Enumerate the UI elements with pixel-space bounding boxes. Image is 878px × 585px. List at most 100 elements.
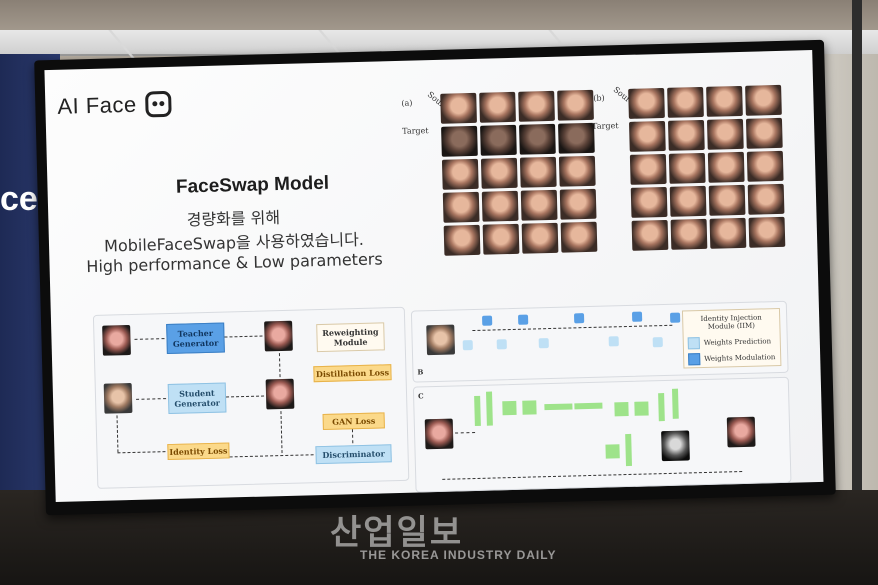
face-thumbnail: [707, 151, 745, 183]
iim-node: [631, 311, 643, 322]
panel-c-label: C: [417, 391, 424, 401]
face-thumbnail: [558, 155, 596, 187]
flow-arrow: [472, 324, 673, 332]
distillation-loss: Distillation Loss: [313, 364, 392, 383]
watermark-korean: 산업일보: [330, 513, 464, 553]
face-thumbnail: [706, 85, 743, 117]
iim-node: [518, 314, 529, 325]
flow-arrow: [117, 451, 166, 454]
iim-node: [608, 336, 619, 347]
face-thumbnail: [747, 183, 785, 215]
network-diagram-c: C: [412, 376, 792, 493]
face-thumbnail: [557, 89, 594, 121]
network-block: [658, 393, 665, 422]
face-thumbnail: [558, 122, 595, 154]
flow-arrow: [136, 398, 167, 400]
slide-headline: FaceSwap Model: [175, 172, 330, 198]
iim-legend-title: Identity Injection Module (IIM): [700, 313, 762, 331]
face-thumbnail: [748, 216, 786, 248]
input-face-thumb: [424, 418, 454, 450]
face-thumbnail: [518, 90, 555, 122]
face-thumbnail: [745, 84, 782, 116]
network-block: [474, 395, 481, 427]
display-monitor: AI Face FaceSwap Model 경량화를 위해 MobileFac…: [34, 39, 836, 516]
network-block: [614, 401, 629, 417]
iim-node: [573, 313, 585, 324]
face-thumbnail: [519, 156, 557, 188]
network-diagram-b: B Identity Injection Module (IIM) Weight…: [410, 300, 789, 383]
mask-thumb: [661, 430, 690, 462]
student-generator: Student Generator: [167, 382, 227, 415]
flow-arrow: [442, 471, 743, 480]
legend-row-prediction: Weights Prediction: [687, 335, 776, 350]
grid-b-tag: (b): [593, 93, 605, 103]
network-block: [502, 400, 517, 416]
discriminator: Discriminator: [315, 444, 392, 465]
face-thumbnail: [520, 189, 558, 221]
target-face-thumb: [103, 382, 133, 414]
grid-a-tag: (a): [401, 98, 413, 108]
flow-arrow: [224, 335, 263, 338]
legend-row-modulation: Weights Modulation: [688, 351, 776, 366]
presentation-slide: AI Face FaceSwap Model 경량화를 위해 MobileFac…: [44, 50, 824, 503]
iim-node: [652, 337, 663, 348]
network-block: [486, 391, 493, 426]
flow-arrow: [351, 429, 354, 444]
output-face-thumb: [726, 416, 756, 448]
flow-arrow: [278, 353, 281, 378]
network-block: [605, 444, 620, 459]
face-thumbnail: [631, 219, 669, 251]
grid-a-target: Target: [402, 126, 429, 136]
reweighting-module: Reweighting Module: [316, 322, 385, 353]
distillation-diagram: Teacher Generator Student Generator Rewe…: [92, 306, 410, 489]
left-wall-text: ce: [0, 180, 38, 218]
source-face-thumb: [102, 324, 131, 356]
face-thumbnail: [482, 223, 520, 255]
flow-arrow: [280, 411, 283, 454]
face-thumbnail: [667, 86, 704, 118]
flow-arrow: [229, 454, 314, 458]
network-block: [634, 401, 649, 416]
face-thumbnail: [670, 218, 708, 250]
face-thumbnail: [709, 217, 747, 249]
face-thumbnail: [441, 125, 478, 157]
watermark-english: THE KOREA INDUSTRY DAILY: [360, 548, 557, 562]
flow-arrow: [226, 395, 265, 398]
face-thumbnail: [630, 186, 668, 218]
iim-node: [496, 339, 507, 350]
teacher-output-thumb: [264, 320, 293, 352]
face-thumbnail: [708, 184, 746, 216]
face-grid-a: [440, 89, 598, 256]
face-grid-b: [628, 84, 786, 251]
flow-arrow: [455, 432, 476, 434]
face-thumbnail: [559, 188, 597, 220]
face-thumbnail: [443, 224, 481, 256]
face-thumbnail: [628, 120, 666, 152]
face-thumbnail: [479, 91, 516, 123]
face-thumbnail: [442, 191, 480, 223]
face-thumbnail: [441, 158, 479, 190]
robot-icon: [145, 90, 172, 118]
iim-node: [482, 315, 493, 326]
flow-arrow: [116, 415, 119, 453]
network-block: [544, 403, 573, 411]
face-thumbnail: [668, 152, 706, 184]
face-thumbnail: [519, 123, 556, 155]
face-thumbnail: [629, 153, 667, 185]
iim-node: [670, 312, 681, 323]
legend-modulation-label: Weights Modulation: [704, 353, 776, 363]
face-thumbnail: [480, 124, 517, 156]
iim-node: [462, 340, 473, 351]
panel-b-label: B: [417, 367, 424, 377]
legend-prediction-label: Weights Prediction: [703, 337, 772, 347]
face-thumbnail: [480, 157, 518, 189]
network-block: [625, 433, 632, 467]
gan-loss: GAN Loss: [322, 412, 385, 430]
grid-b-target: Target: [591, 121, 619, 131]
face-thumbnail: [746, 150, 784, 182]
face-thumbnail: [667, 119, 705, 151]
identity-face-thumb: [426, 324, 456, 356]
teacher-generator: Teacher Generator: [166, 322, 225, 355]
face-thumbnail: [521, 222, 559, 254]
